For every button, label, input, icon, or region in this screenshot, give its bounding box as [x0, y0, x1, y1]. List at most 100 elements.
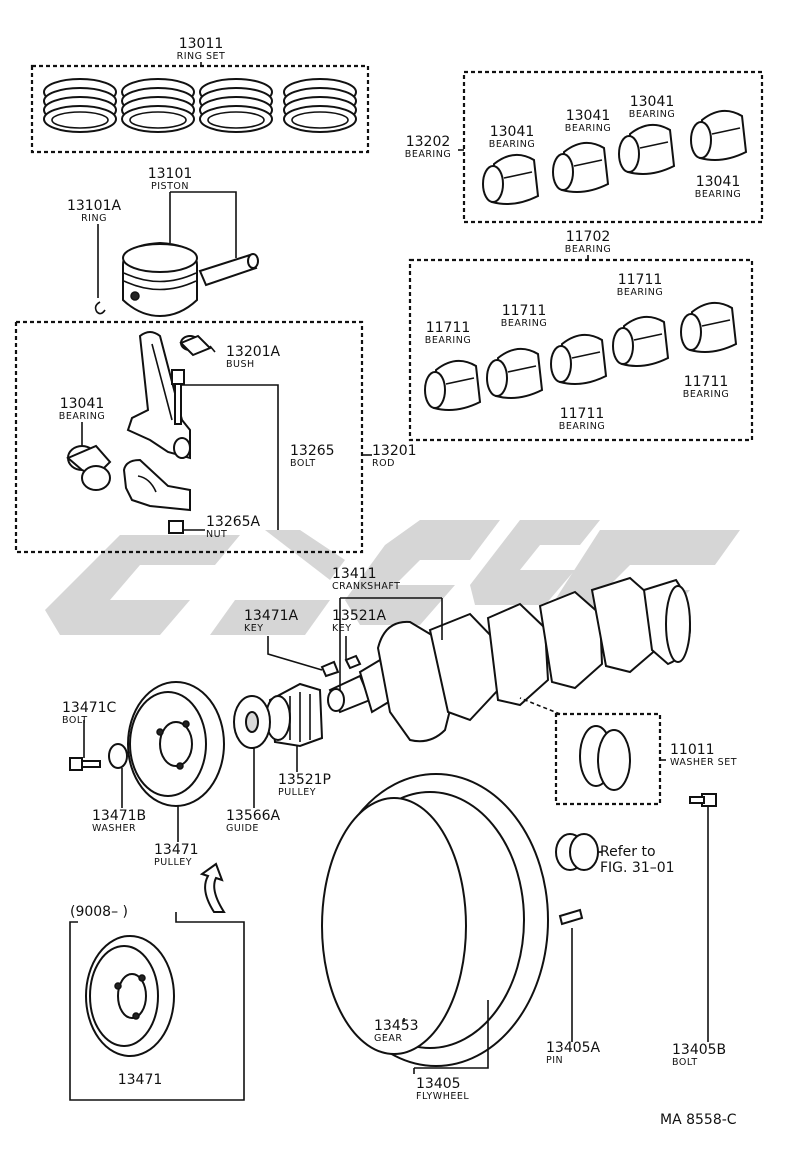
crankshaft-icon[interactable] [327, 576, 692, 743]
callout-number-11711[interactable]: 11711 [560, 406, 605, 422]
piston-icon[interactable] [122, 241, 198, 318]
callout-number-13265a[interactable]: 13265A [206, 514, 261, 530]
connecting-rod-icon[interactable] [126, 331, 191, 460]
arrow-up-icon [199, 862, 226, 913]
callout-number-13201[interactable]: 13201 [372, 443, 417, 459]
callout-number-13405[interactable]: 13405 [416, 1076, 461, 1092]
callout-number-13202[interactable]: 13202 [406, 134, 451, 150]
thrust-washer-box [554, 712, 662, 806]
callout-name-11711: BEARING [425, 335, 471, 346]
flywheel-dowel-pin-icon[interactable] [558, 908, 584, 926]
callout-number-11011[interactable]: 11011 [670, 742, 715, 758]
callout-number-13041[interactable]: 13041 [60, 396, 105, 412]
callout-name-13471: PULLEY [154, 857, 192, 868]
callout-number-13011[interactable]: 13011 [179, 36, 224, 52]
callout-number-13101[interactable]: 13101 [148, 166, 193, 182]
flywheel-ring-gear-icon[interactable] [321, 797, 467, 1055]
callout-name-13265a: NUT [206, 529, 227, 540]
callout-name-13405a: PIN [546, 1055, 563, 1066]
pulley-alt-icon[interactable] [85, 935, 175, 1057]
pulley-bolt-icon[interactable] [69, 757, 101, 771]
callout-name-11711: BEARING [559, 421, 605, 432]
crankshaft-pulley-icon[interactable] [127, 681, 225, 807]
callout-number-11702[interactable]: 11702 [566, 229, 611, 245]
callout-number-13471[interactable]: 13471 [154, 842, 199, 858]
piston-ring-set-icon[interactable] [43, 78, 357, 133]
callout-name-11702: BEARING [565, 244, 611, 255]
callout-name-11011: WASHER SET [670, 757, 737, 768]
piston-pin-ring-icon[interactable] [94, 301, 106, 315]
callout-number-13405a[interactable]: 13405A [546, 1040, 601, 1056]
callout-name-13566a: GUIDE [226, 823, 259, 834]
flywheel-bolt-icon[interactable] [689, 793, 717, 807]
conrod-bearing-shells-icon[interactable] [482, 109, 748, 205]
callout-name-13521a: KEY [332, 623, 352, 634]
callout-number-11711[interactable]: 11711 [618, 272, 663, 288]
refer-line-1: Refer to [600, 844, 656, 860]
inset-part-number: 13471 [118, 1072, 163, 1088]
rod-bush-icon[interactable] [179, 334, 212, 357]
callout-number-13471a[interactable]: 13471A [244, 608, 299, 624]
connecting-rod-box [14, 320, 364, 554]
callout-number-13041[interactable]: 13041 [696, 174, 741, 190]
callout-name-11711: BEARING [683, 389, 729, 400]
callout-name-13011: RING SET [177, 51, 226, 62]
callout-name-13471c: BOLT [62, 715, 88, 726]
rod-bearing-shell-icon[interactable] [66, 444, 112, 491]
callout-number-13041[interactable]: 13041 [566, 108, 611, 124]
rod-cap-icon[interactable] [122, 458, 191, 512]
inset-date-range: (9008– ) [70, 904, 128, 920]
main-bearing-box [408, 258, 754, 442]
callout-number-13411[interactable]: 13411 [332, 566, 377, 582]
callout-number-13041[interactable]: 13041 [630, 94, 675, 110]
callout-number-11711[interactable]: 11711 [684, 374, 729, 390]
callout-name-11711: BEARING [617, 287, 663, 298]
callout-name-13201a: BUSH [226, 359, 255, 370]
callout-name-13411: CRANKSHAFT [332, 581, 400, 592]
rod-nut-icon[interactable] [168, 520, 184, 534]
rod-bolt-icon[interactable] [171, 369, 185, 425]
callout-name-13405b: BOLT [672, 1057, 698, 1068]
callout-number-13101a[interactable]: 13101A [67, 198, 122, 214]
callout-number-13566a[interactable]: 13566A [226, 808, 281, 824]
callout-number-13405b[interactable]: 13405B [672, 1042, 726, 1058]
pilot-bearing-icon[interactable] [555, 833, 599, 871]
callout-name-11711: BEARING [501, 318, 547, 329]
piston-pin-icon[interactable] [198, 253, 259, 287]
callout-name-13453: GEAR [374, 1033, 402, 1044]
callout-number-11711[interactable]: 11711 [502, 303, 547, 319]
callout-number-13521p[interactable]: 13521P [278, 772, 331, 788]
conrod-bearing-box [462, 70, 764, 224]
callout-name-13041: BEARING [59, 411, 105, 422]
callout-name-13101: PISTON [151, 181, 189, 192]
callout-number-13041[interactable]: 13041 [490, 124, 535, 140]
refer-line-2: FIG. 31–01 [600, 860, 675, 876]
callout-number-13521a[interactable]: 13521A [332, 608, 387, 624]
callout-number-13453[interactable]: 13453 [374, 1018, 419, 1034]
callout-name-13041: BEARING [489, 139, 535, 150]
callout-number-13471c[interactable]: 13471C [62, 700, 117, 716]
crankshaft-guide-icon[interactable] [233, 695, 271, 749]
callout-name-13041: BEARING [695, 189, 741, 200]
figure-code: MA 8558-C [660, 1112, 737, 1128]
callout-name-13521p: PULLEY [278, 787, 316, 798]
callout-name-13041: BEARING [565, 123, 611, 134]
callout-number-13265[interactable]: 13265 [290, 443, 335, 459]
thrust-washer-set-icon[interactable] [579, 725, 631, 791]
callout-name-13405: FLYWHEEL [416, 1091, 469, 1102]
timing-pulley-key-icon[interactable] [344, 654, 362, 670]
callout-number-13201a[interactable]: 13201A [226, 344, 281, 360]
callout-name-13471b: WASHER [92, 823, 136, 834]
callout-name-13202: BEARING [405, 149, 451, 160]
crankshaft-timing-pulley-icon[interactable] [265, 682, 324, 748]
crankshaft-key-icon[interactable] [320, 660, 340, 678]
main-bearing-shells-icon[interactable] [424, 301, 738, 411]
callout-name-13101a: RING [81, 213, 107, 224]
callout-number-13471b[interactable]: 13471B [92, 808, 146, 824]
callout-name-13471a: KEY [244, 623, 264, 634]
pulley-washer-icon[interactable] [108, 743, 128, 769]
callout-number-11711[interactable]: 11711 [426, 320, 471, 336]
